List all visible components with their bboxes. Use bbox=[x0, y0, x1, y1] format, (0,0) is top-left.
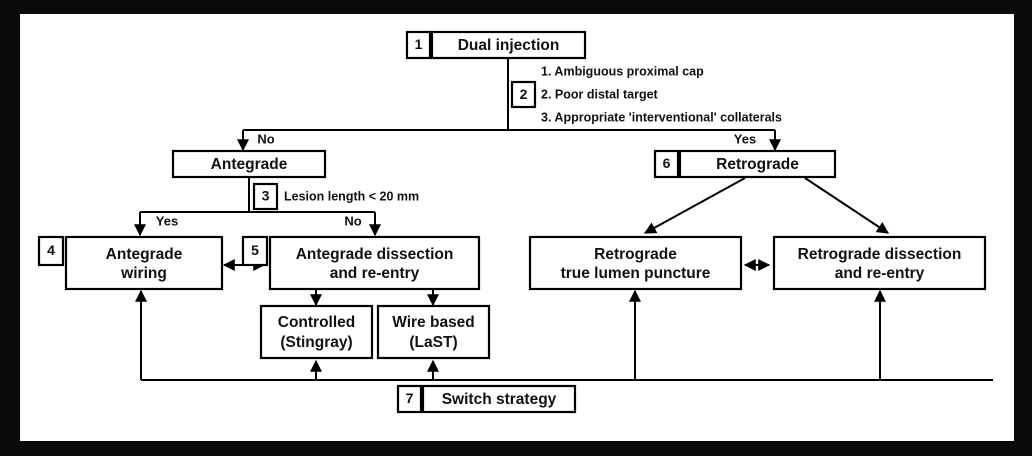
node-dual-injection-label: Dual injection bbox=[458, 37, 560, 54]
node-dual-injection[interactable]: 1 Dual injection bbox=[405, 30, 587, 60]
node-antegrade-dissection-line1: Antegrade dissection bbox=[296, 246, 454, 263]
badge-5-box bbox=[241, 235, 269, 267]
node-antegrade-wiring-box[interactable] bbox=[64, 235, 224, 291]
node-retrograde-label: Retrograde bbox=[716, 156, 799, 173]
node-antegrade-wiring-line1: Antegrade bbox=[106, 246, 183, 263]
edge-retro-to-dissection bbox=[804, 177, 890, 234]
edge-label-lesion-no: No bbox=[344, 213, 361, 228]
node-dual-injection-box[interactable] bbox=[430, 30, 587, 60]
edge-label-top-yes: Yes bbox=[734, 131, 756, 146]
node-antegrade-dissection[interactable]: 5 Antegrade dissection and re-entry bbox=[241, 235, 481, 291]
node-retrograde-dissection-line1: Retrograde dissection bbox=[798, 246, 962, 263]
node-retrograde[interactable]: 6 Retrograde bbox=[653, 149, 837, 179]
criteria-group: 2 1. Ambiguous proximal cap 2. Poor dist… bbox=[510, 64, 782, 124]
node-antegrade-label: Antegrade bbox=[211, 156, 288, 173]
node-antegrade-wiring[interactable]: 4 Antegrade wiring bbox=[37, 235, 224, 291]
node-antegrade[interactable]: Antegrade bbox=[171, 149, 327, 179]
node-antegrade-wiring-line2: wiring bbox=[120, 265, 167, 282]
badge-4-label: 4 bbox=[47, 242, 55, 258]
node-controlled-stingray-line2: (Stingray) bbox=[280, 334, 352, 351]
node-wire-based-last-line2: (LaST) bbox=[409, 334, 457, 351]
node-retrograde-box[interactable] bbox=[678, 149, 837, 179]
criteria-item-2: 2. Poor distal target bbox=[541, 87, 659, 101]
node-retrograde-dissection-line2: and re-entry bbox=[835, 265, 925, 282]
node-retrograde-dissection[interactable]: Retrograde dissection and re-entry bbox=[772, 235, 987, 291]
badge-7-box bbox=[396, 384, 423, 414]
badge-3-box bbox=[252, 182, 279, 211]
edge-label-lesion-yes: Yes bbox=[156, 213, 178, 228]
edge-label-top-no: No bbox=[257, 131, 274, 146]
lesion-decision-group: 3 Lesion length < 20 mm bbox=[252, 182, 419, 211]
badge-7-label: 7 bbox=[406, 390, 414, 406]
node-controlled-stingray-box[interactable] bbox=[259, 304, 374, 360]
node-retrograde-true-lumen[interactable]: Retrograde true lumen puncture bbox=[528, 235, 743, 291]
node-retrograde-true-lumen-line1: Retrograde bbox=[594, 246, 677, 263]
criteria-item-3: 3. Appropriate 'interventional' collater… bbox=[541, 110, 782, 124]
badge-1-box bbox=[405, 30, 432, 60]
node-wire-based-last-line1: Wire based bbox=[392, 314, 475, 331]
node-retrograde-true-lumen-line2: true lumen puncture bbox=[561, 265, 711, 282]
badge-5-label: 5 bbox=[251, 242, 259, 258]
node-switch-strategy-label: Switch strategy bbox=[442, 391, 557, 408]
node-controlled-stingray-line1: Controlled bbox=[278, 314, 356, 331]
criteria-item-1: 1. Ambiguous proximal cap bbox=[541, 64, 704, 78]
badge-6-label: 6 bbox=[663, 155, 671, 171]
node-antegrade-box[interactable] bbox=[171, 149, 327, 179]
badge-4-box bbox=[37, 235, 65, 267]
badge-3-label: 3 bbox=[262, 188, 270, 204]
node-controlled-stingray[interactable]: Controlled (Stingray) bbox=[259, 304, 374, 360]
node-wire-based-last[interactable]: Wire based (LaST) bbox=[376, 304, 491, 360]
node-wire-based-last-box[interactable] bbox=[376, 304, 491, 360]
edge-retro-to-truelumen bbox=[643, 177, 746, 234]
badge-2-label: 2 bbox=[520, 86, 528, 102]
node-switch-strategy-box[interactable] bbox=[421, 384, 577, 414]
node-antegrade-dissection-line2: and re-entry bbox=[330, 265, 420, 282]
node-antegrade-dissection-box[interactable] bbox=[268, 235, 481, 291]
badge-6-box bbox=[653, 149, 680, 179]
node-retrograde-dissection-box[interactable] bbox=[772, 235, 987, 291]
lesion-decision-text: Lesion length < 20 mm bbox=[284, 189, 419, 203]
node-retrograde-true-lumen-box[interactable] bbox=[528, 235, 743, 291]
badge-1-label: 1 bbox=[415, 36, 423, 52]
badge-2-box bbox=[510, 80, 537, 109]
node-switch-strategy[interactable]: 7 Switch strategy bbox=[396, 384, 577, 414]
